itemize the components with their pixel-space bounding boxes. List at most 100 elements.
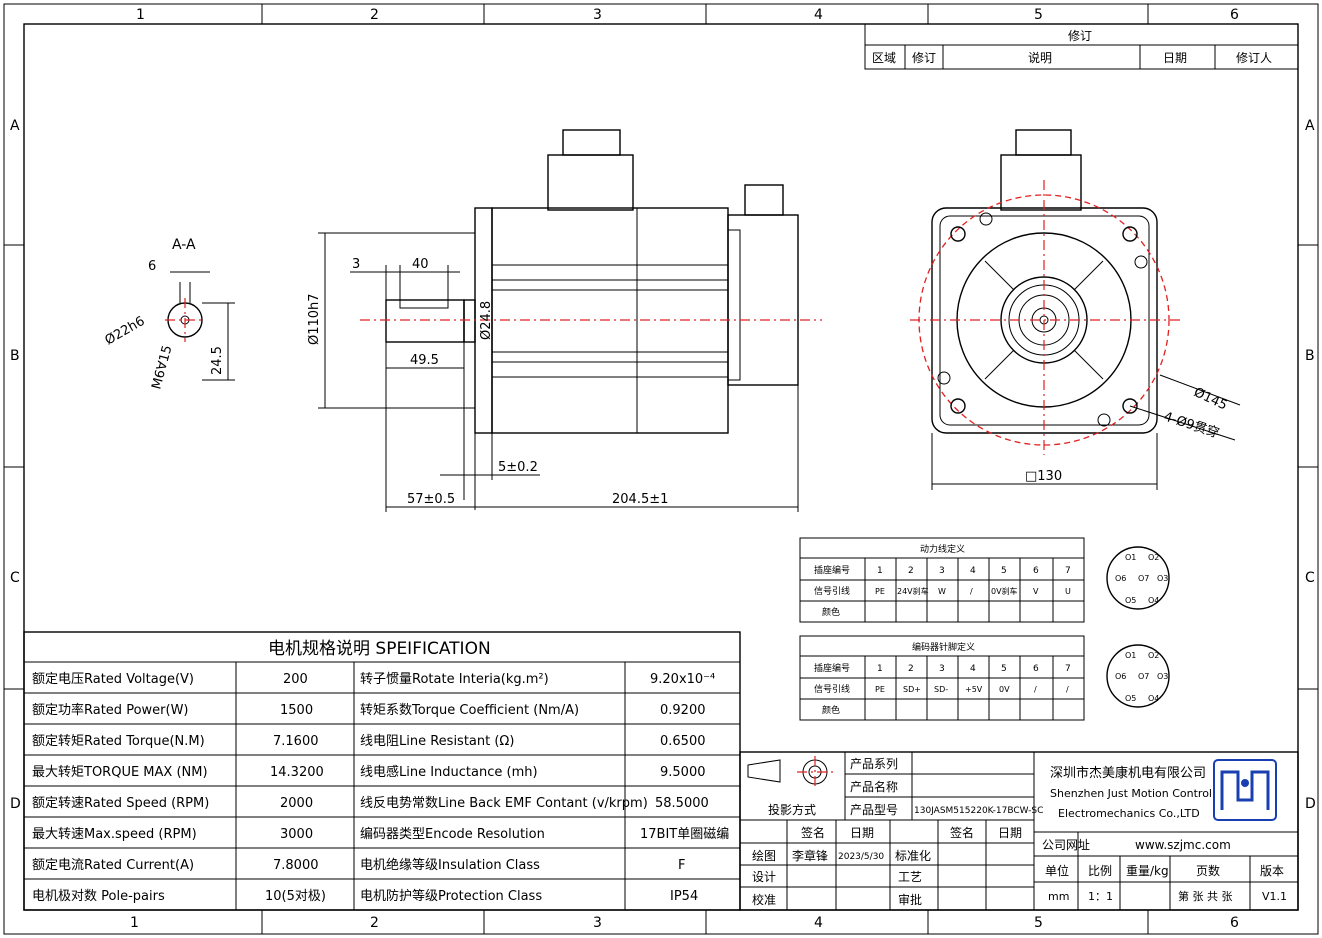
side-dim-flange: 5±0.2 [498,460,538,475]
spec-table: 电机规格说明 SPEIFICATION 额定电压Rated Voltage(V)… [23,631,741,911]
side-dim-shaft-dia: Ø24.8 [479,301,494,340]
row-label-b-right: B [1305,348,1315,364]
tb-check: 校准 [752,892,776,907]
tb-draw: 绘图 [752,848,776,863]
power-signal: PE [875,587,885,596]
tb-drawer: 李章锋 [792,848,828,863]
outer-frame [3,3,1319,935]
connector-pin: O4 [1148,596,1159,605]
spec-title: 电机规格说明 SPEIFICATION [268,639,491,659]
tb-version-label: 版本 [1260,864,1284,878]
title-block: 产品系列 产品名称 投影方式 产品型号 130JASM515220K-17BCW… [739,751,1299,911]
zone-column-labels: 1 2 3 4 5 6 1 2 3 4 5 6 A B C D A B C D [10,7,1316,931]
spec-label: 电机极对数 Pole-pairs [32,889,165,904]
power-row-label-color: 颜色 [822,606,840,618]
spec-label: 电机防护等级Protection Class [360,888,542,904]
tb-date2: 日期 [998,826,1022,840]
power-pin: 5 [1001,566,1007,576]
col-label-4: 4 [814,7,823,23]
power-table: 动力线定义 插座编号 信号引线 颜色 1 2 3 4 5 6 7 PE 24V刹… [799,537,1085,623]
spec-value: 0.9200 [660,703,706,718]
encoder-pin: 7 [1065,664,1071,674]
spec-value: 9.20x10⁻⁴ [650,672,715,687]
revision-header-reviser: 修订人 [1236,50,1272,65]
connector-pin: O3 [1157,672,1168,681]
revision-header-desc: 说明 [1028,50,1052,65]
col-label-2-bottom: 2 [370,915,379,931]
spec-value: IP54 [670,889,698,904]
encoder-pin: 1 [877,664,883,674]
connector-diagram-power: O1 O2 O6 O7 O3 O5 O4 [1106,546,1170,610]
spec-value: 7.1600 [273,734,319,749]
row-label-b: B [10,348,20,364]
front-dim-pcd: Ø145 [1191,385,1229,413]
connector-pin: O1 [1125,553,1136,562]
revision-table: 修订 区域 修订 说明 日期 修订人 [864,23,1299,70]
tb-company-cn: 深圳市杰美康机电有限公司 [1050,765,1206,781]
tb-approve: 审批 [898,892,922,907]
tb-scale-label: 比例 [1088,864,1112,878]
section-dim-thread: M6∀15 [149,344,175,391]
tb-draw-date: 2023/5/30 [838,852,884,862]
power-pin: 3 [939,566,945,576]
encoder-pin: 4 [970,664,976,674]
connector-pin: O7 [1138,574,1149,583]
connector-pin: O2 [1148,651,1159,660]
spec-value: F [678,858,685,873]
spec-value: 7.8000 [273,858,319,873]
power-pin: 1 [877,566,883,576]
spec-label: 转矩系数Torque Coefficient (Nm/A) [360,703,579,718]
tb-website: www.szjmc.com [1135,838,1231,852]
row-label-d-right: D [1305,796,1316,812]
spec-value: 17BIT单圈磁编 [640,827,729,842]
connector-pin: O6 [1115,672,1126,681]
power-row-label-socket: 插座编号 [814,564,850,576]
tb-model-label: 产品型号 [850,803,898,817]
revision-header-zone: 区域 [872,51,896,65]
spec-label: 额定电压Rated Voltage(V) [32,672,194,687]
power-signal: 0V刹车 [991,586,1018,596]
encoder-signal: / [1066,685,1069,694]
connector-pin: O3 [1157,574,1168,583]
connector-pin: O1 [1125,651,1136,660]
encoder-pin: 2 [908,664,914,674]
spec-label: 最大转矩TORQUE MAX (NM) [32,765,208,780]
company-logo [1213,759,1277,821]
spec-value: 9.5000 [660,765,706,780]
power-signal: 24V刹车 [897,586,929,596]
tb-design: 设计 [752,870,776,884]
side-dim-shaft-len: 49.5 [410,353,439,368]
col-label-3: 3 [593,7,602,23]
col-label-6-bottom: 6 [1230,915,1239,931]
power-table-title: 动力线定义 [920,543,965,555]
connector-diagram-encoder: O1 O2 O6 O7 O3 O5 O4 [1106,644,1170,708]
tb-process: 工艺 [898,870,922,884]
side-view: Ø110h7 Ø24.8 3 40 49.5 5±0.2 57±0.5 204.… [307,129,822,512]
encoder-pin: 6 [1033,664,1039,674]
spec-value: 10(5对极) [265,889,326,904]
encoder-pin: 3 [939,664,945,674]
tb-standard: 标准化 [895,849,931,863]
side-dim-key-offset: 3 [352,257,360,272]
spec-label: 线反电势常数Line Back EMF Contant (v/krpm) [360,795,648,811]
spec-rows: 额定电压Rated Voltage(V) 200 转子惯量Rotate Inte… [32,671,729,904]
section-view-aa: A-A 6 24.5 Ø22h6 M6∀15 [103,237,235,391]
spec-label: 线电感Line Inductance (mh) [360,764,538,780]
row-label-a-right: A [1305,118,1315,134]
encoder-signal: +5V [965,685,983,694]
encoder-row-label-color: 颜色 [822,704,840,716]
encoder-table: 编码器针脚定义 插座编号 信号引线 颜色 1 2 3 4 5 6 7 PE SD… [799,635,1085,721]
spec-value: 0.6500 [660,734,706,749]
section-title: A-A [172,237,196,253]
connector-pin: O4 [1148,694,1159,703]
spec-value: 14.3200 [270,765,324,780]
spec-label: 最大转速Max.speed (RPM) [32,827,197,842]
power-signal: V [1033,587,1039,596]
encoder-table-title: 编码器针脚定义 [912,641,975,653]
spec-value: 2000 [280,796,313,811]
col-label-5: 5 [1034,7,1043,23]
tb-unit: mm [1048,890,1069,903]
power-row-label-signal: 信号引线 [814,585,850,597]
front-dim-square: □130 [1025,469,1062,484]
side-dim-key-length: 40 [412,257,429,272]
